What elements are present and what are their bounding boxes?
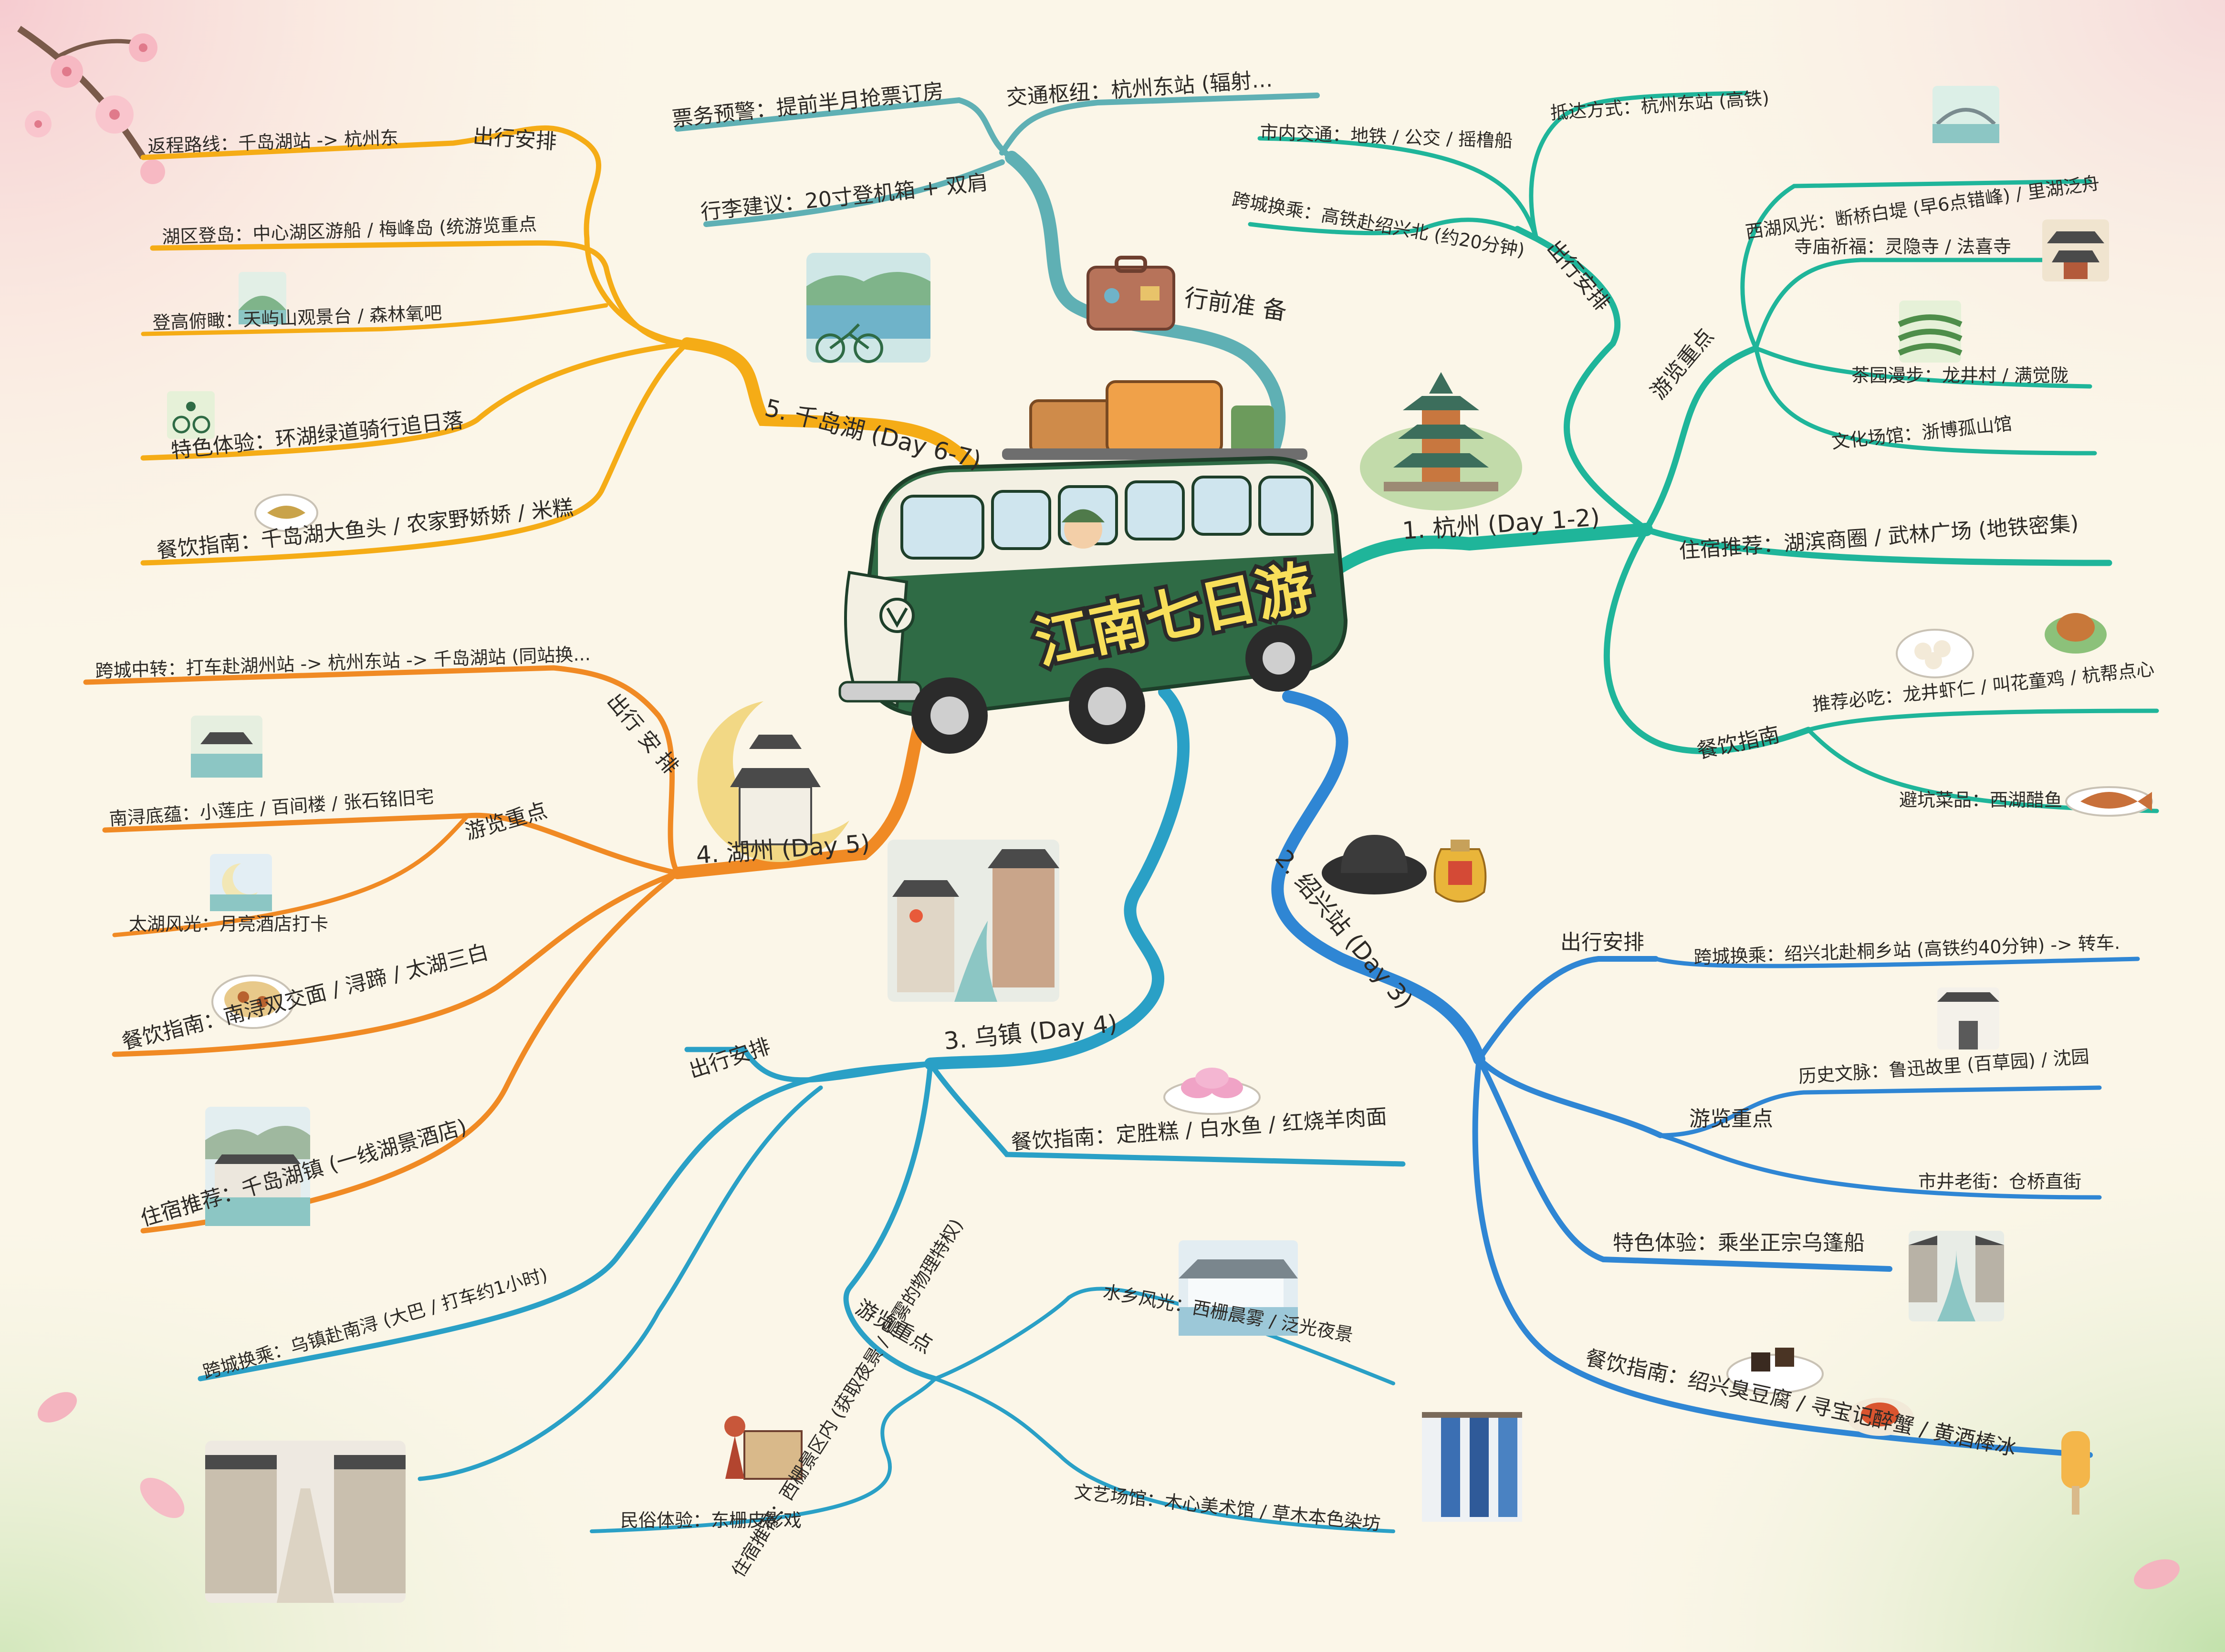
bridge-icon [1933, 86, 1999, 143]
garden-icon [191, 716, 262, 778]
tofu-icon [1726, 1348, 1824, 1394]
sx-sights-label: 游览重点 [1689, 1107, 1773, 1131]
pagoda-icon [1360, 372, 1522, 510]
branch-wuzhen [198, 686, 1406, 1533]
cyclist-icon [167, 391, 215, 439]
shadow-puppet-icon [724, 1416, 803, 1480]
rice-cake-icon [1163, 1068, 1261, 1115]
canal-icon [1909, 1231, 2004, 1321]
lake-town-icon [205, 1107, 310, 1226]
hu-taihu: 太湖风光：月亮酒店打卡 [129, 914, 328, 935]
blossom-icon [17, 26, 2180, 1590]
fish-head-icon [254, 494, 318, 532]
water-town-street-icon [205, 1441, 406, 1603]
chicken-icon [2045, 613, 2107, 654]
hz-tea: 茶园漫步：龙井村 / 满觉陇 [1851, 365, 2068, 386]
misty-town-icon [1179, 1240, 1298, 1336]
branch-hangzhou [1248, 91, 2159, 813]
branch-qiandao [140, 125, 980, 566]
white-house-icon [1937, 987, 1999, 1049]
wz-folk: 民俗体验：东栅皮影戏 [620, 1510, 802, 1531]
sx-feature: 特色体验：乘坐正宗乌篷船 [1613, 1231, 1865, 1255]
hz-temple: 寺庙祈福：灵隐寺 / 法喜寺 [1794, 236, 2011, 257]
noodles-icon [211, 975, 294, 1029]
dumplings-icon [1896, 629, 1974, 678]
fish-dish-icon [2065, 786, 2153, 817]
hz-avoid: 避坑菜品：西湖醋鱼 [1899, 790, 2062, 810]
qd-transport-label: 出行安排 [472, 124, 557, 154]
crab-icon [1847, 1398, 1913, 1436]
sx-transport-label: 出行安排 [1560, 930, 1644, 955]
tea-field-icon [1898, 301, 1963, 363]
branch-shaoxing [1271, 690, 2140, 1458]
popsicle-icon [2061, 1431, 2090, 1515]
water-town-icon [888, 840, 1059, 1002]
suitcase-icon [1086, 256, 1175, 331]
moon-bridge-icon [210, 854, 272, 911]
viewpoint-icon [239, 272, 286, 324]
temple-icon [2042, 219, 2109, 281]
bus-icon [838, 380, 1348, 754]
moon-house-icon [697, 701, 849, 862]
sx-old-street: 市井老街：仓桥直街 [1918, 1171, 2081, 1192]
dye-house-icon [1422, 1412, 1522, 1522]
wine-jar-icon [1433, 840, 1487, 903]
felt-hat-icon [1322, 835, 1427, 894]
lake-bike-icon [806, 253, 930, 363]
